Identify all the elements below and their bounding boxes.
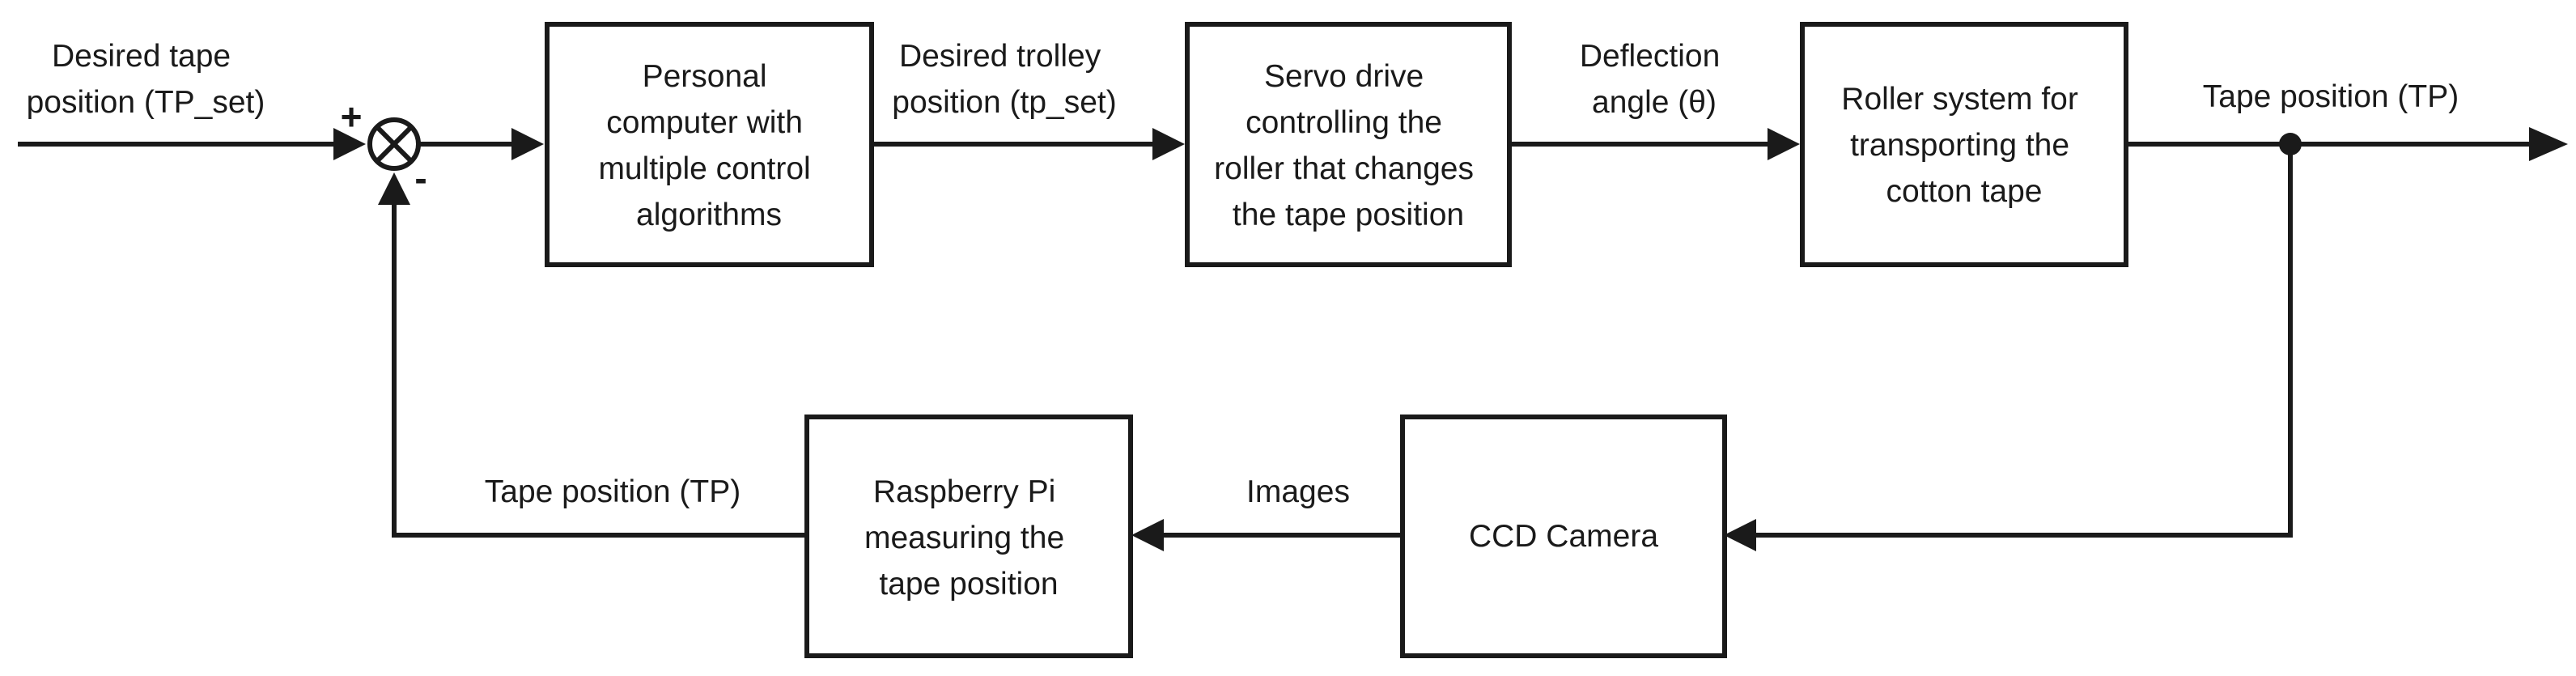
block-camera-label: CCD Camera: [1469, 519, 1658, 554]
block-raspberry-line: Raspberry Pi: [873, 474, 1055, 509]
plus-sign: +: [341, 96, 363, 138]
block-roller-line: cotton tape: [1886, 174, 2043, 209]
block-servo: Servo drive controlling the roller that …: [1185, 22, 1512, 267]
block-roller-label: Roller system for transporting the cotto…: [1841, 82, 2086, 209]
block-camera-box: [1400, 415, 1727, 658]
block-servo-line: the tape position: [1233, 198, 1464, 232]
arrowhead-raspberry: [1131, 519, 1164, 551]
block-raspberry: Raspberry Pi measuring the tape position: [804, 415, 1133, 658]
wire-raspberry-to-junction: [392, 205, 807, 538]
minus-sign: -: [414, 157, 427, 199]
block-controller-label: Personal computer with multiple control …: [598, 59, 819, 232]
block-roller-line: Roller system for: [1841, 82, 2078, 117]
block-controller-box: [545, 22, 874, 267]
block-controller-line: computer with: [606, 105, 803, 140]
block-raspberry-line: tape position: [879, 567, 1058, 602]
wire-branch-to-camera: [1756, 144, 2293, 538]
block-raspberry-label: Raspberry Pi measuring the tape position: [864, 474, 1073, 602]
signal-label-deflection: Deflection angle (θ): [1580, 39, 1729, 120]
signal-label-line: Tape position (TP): [2203, 79, 2459, 114]
signal-label-line: Desired tape: [52, 39, 231, 74]
block-roller-line: transporting the: [1850, 128, 2069, 163]
signal-label-line: angle (θ): [1592, 85, 1717, 120]
signal-label-line: position (tp_set): [892, 85, 1116, 120]
signal-label-line: position (TP_set): [27, 85, 265, 120]
arrowhead-servo: [1152, 128, 1185, 160]
block-camera: CCD Camera: [1400, 415, 1727, 658]
signal-label-line: Desired trolley: [899, 39, 1101, 74]
summing-junction-cross-b: [375, 125, 414, 164]
block-raspberry-box: [804, 415, 1133, 658]
block-controller-line: multiple control: [598, 151, 810, 186]
block-roller-box: [1800, 22, 2128, 267]
arrowhead-input: [333, 128, 366, 160]
signal-label-trolley: Desired trolley position (tp_set): [892, 39, 1116, 120]
arrowhead-camera: [1724, 519, 1756, 551]
arrowhead-controller: [511, 128, 544, 160]
block-servo-line: controlling the: [1246, 105, 1442, 140]
block-controller-line: Personal: [643, 59, 767, 94]
block-servo-box: [1185, 22, 1512, 267]
signal-label-line: Tape position (TP): [485, 474, 741, 509]
signal-label-images: Images: [1246, 474, 1350, 509]
block-camera-line: CCD Camera: [1469, 519, 1658, 554]
block-servo-label: Servo drive controlling the roller that …: [1214, 59, 1483, 232]
signal-label-line: Deflection: [1580, 39, 1720, 74]
signal-label-output: Tape position (TP): [2203, 79, 2459, 114]
block-roller: Roller system for transporting the cotto…: [1800, 22, 2128, 267]
feedback-path: [378, 144, 2293, 551]
block-controller: Personal computer with multiple control …: [545, 22, 874, 267]
arrowhead-output: [2529, 127, 2568, 161]
arrowhead-junction-feedback: [378, 172, 410, 205]
block-raspberry-line: measuring the: [864, 521, 1064, 555]
signal-label-line: Images: [1246, 474, 1350, 509]
block-controller-line: algorithms: [636, 198, 782, 232]
signal-label-input: Desired tape position (TP_set): [27, 39, 265, 120]
block-servo-line: roller that changes: [1214, 151, 1474, 186]
arrowhead-roller: [1768, 128, 1800, 160]
signal-label-feedback: Tape position (TP): [485, 474, 741, 509]
summing-junction: + -: [341, 96, 427, 199]
block-servo-line: Servo drive: [1264, 59, 1424, 94]
